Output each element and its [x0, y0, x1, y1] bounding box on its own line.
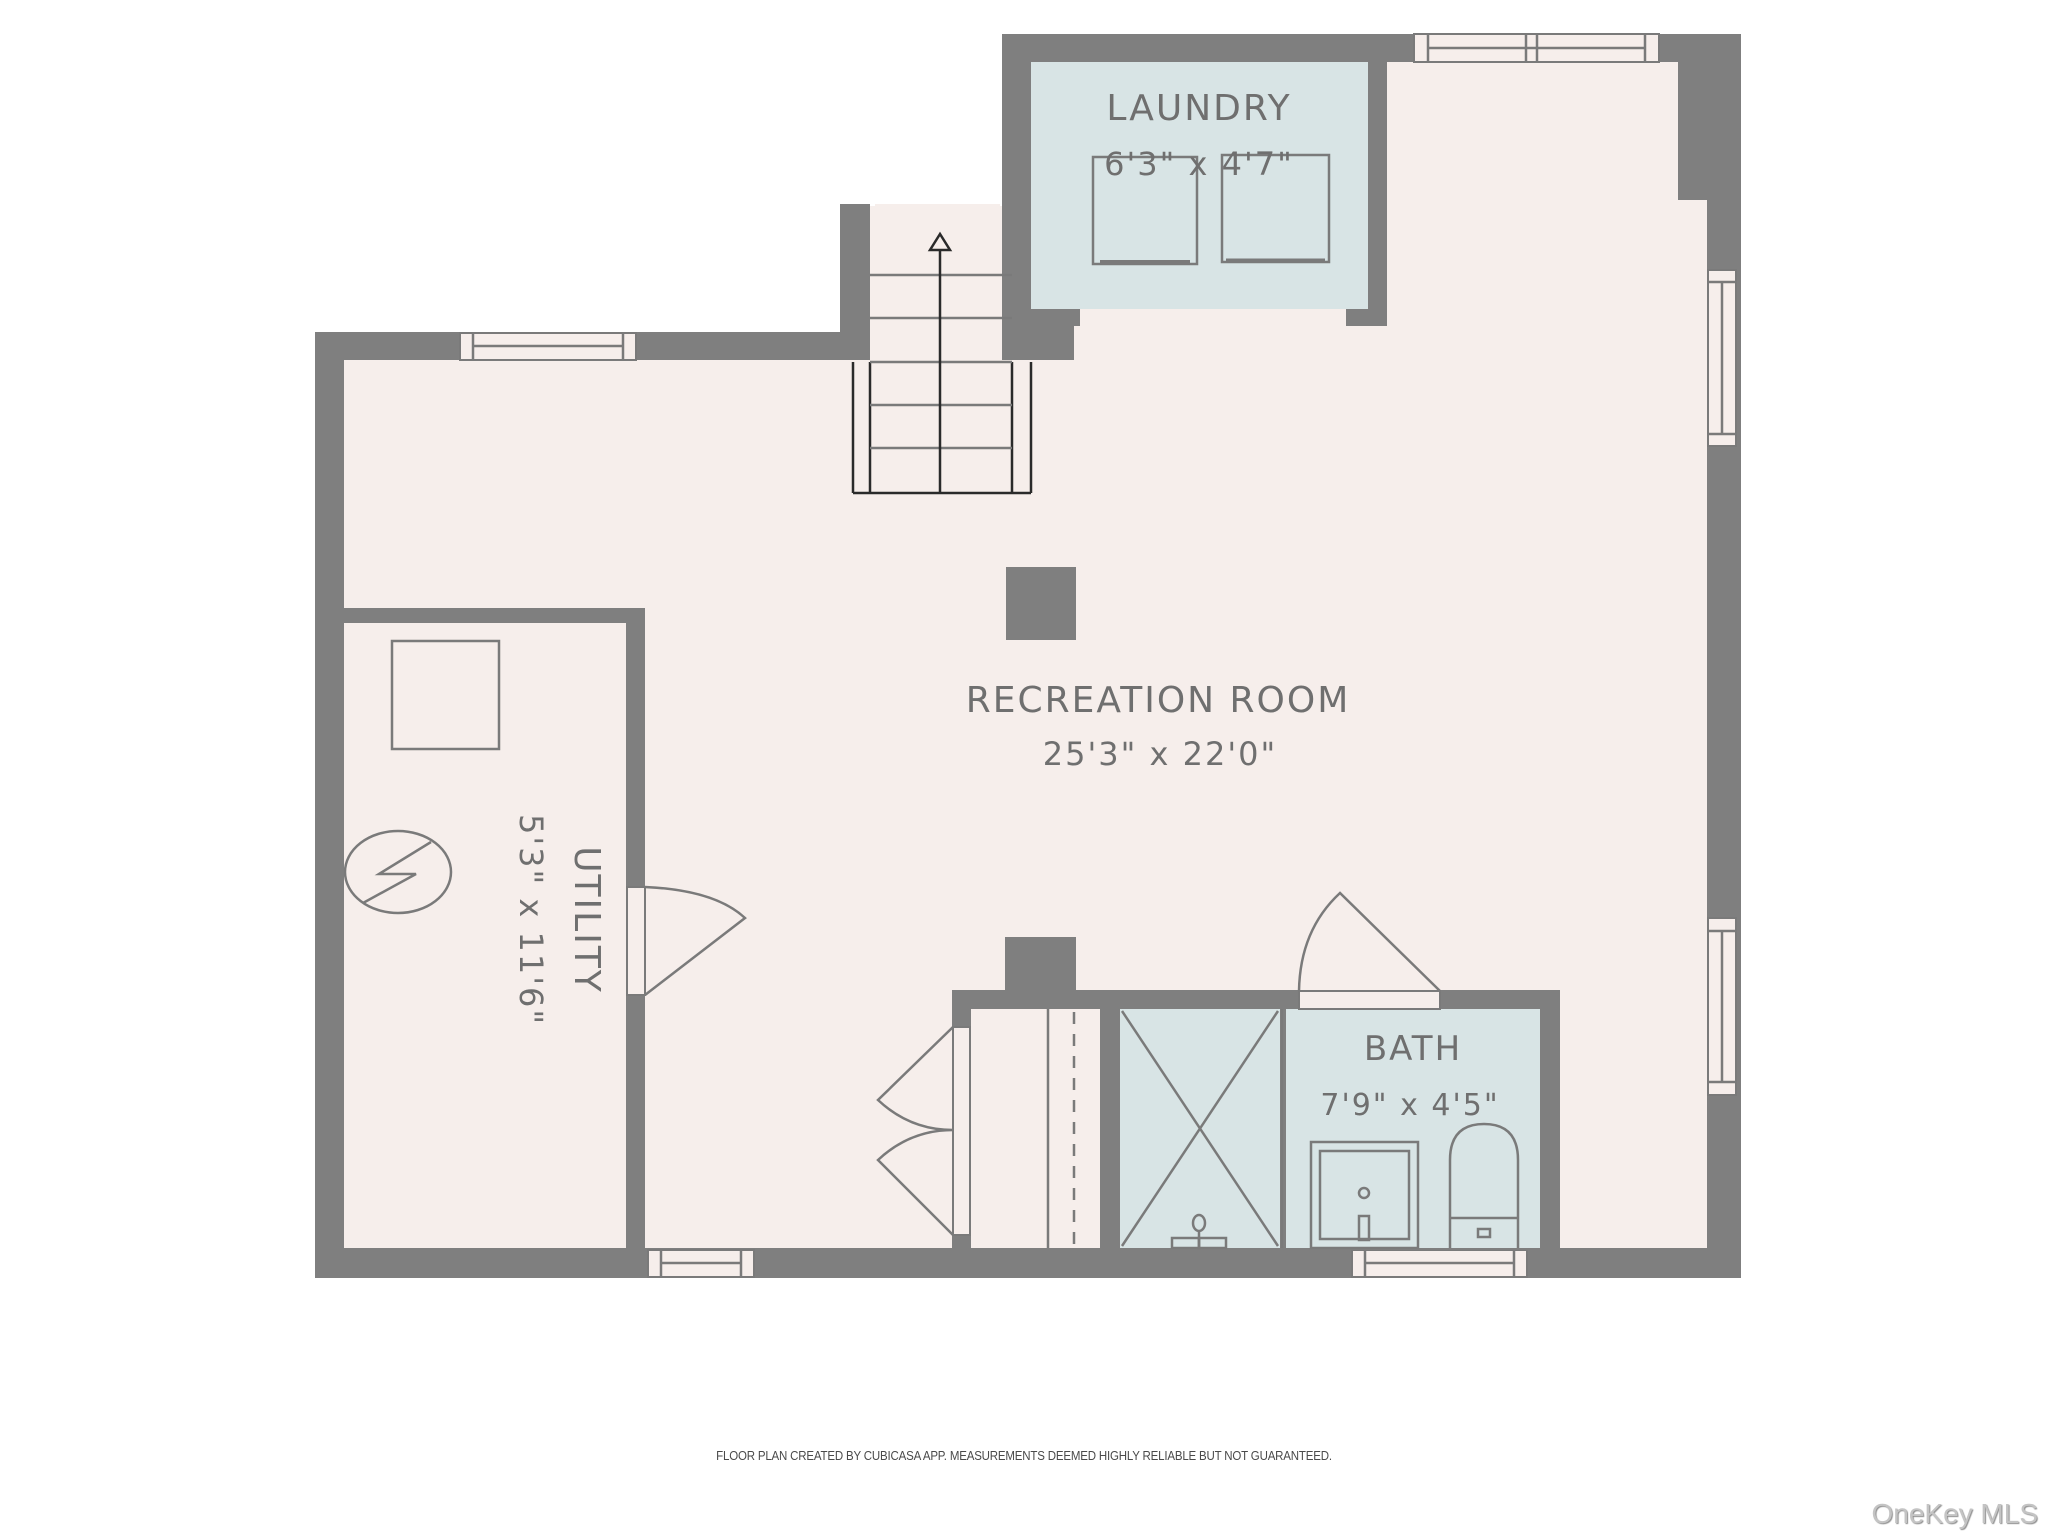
closet-bifold-door: [876, 1026, 954, 1236]
window-right-upper: [1707, 269, 1737, 447]
stairs: [851, 231, 1033, 495]
window-top-right: [1413, 33, 1660, 63]
window-top-left: [459, 332, 637, 361]
utility-door: [644, 885, 747, 996]
dryer-icon: [1220, 153, 1331, 264]
disclaimer-footer: FLOOR PLAN CREATED BY CUBICASA APP. MEAS…: [716, 1449, 1332, 1463]
recreation-room-label: RECREATION ROOM: [966, 680, 1351, 721]
bath-room: [1286, 1009, 1540, 1248]
laundry-room: LAUNDRY 6'3" x 4'7": [1031, 62, 1368, 327]
laundry-label: LAUNDRY: [1106, 88, 1291, 129]
arrow-head-icon: [927, 231, 953, 252]
laundry-dimensions: 6'3" x 4'7": [1104, 145, 1294, 183]
window-bottom-bath: [1351, 1249, 1528, 1278]
bath-door: [1297, 891, 1441, 992]
window-bottom-left: [647, 1249, 755, 1278]
shower-icon: [1170, 1213, 1228, 1250]
support-column: [1006, 567, 1076, 640]
bath-block: BATH 7'9" x 4'5": [876, 891, 1560, 1250]
toilet-icon: [1448, 1122, 1520, 1248]
electrical-panel-icon: [343, 829, 453, 915]
water-heater-icon: [390, 639, 501, 751]
watermark: OneKey MLS: [1871, 1498, 2038, 1529]
recreation-room-dimensions: 25'3" x 22'0": [1043, 735, 1277, 773]
closet: [971, 1009, 1100, 1248]
bath-dimensions: 7'9" x 4'5": [1320, 1088, 1499, 1123]
sink-icon: [1309, 1140, 1420, 1250]
window-right-lower: [1707, 917, 1737, 1096]
utility-label: UTILITY: [566, 846, 607, 994]
bath-label: BATH: [1364, 1029, 1462, 1069]
utility-dimensions: 5'3" x 11'6": [512, 814, 550, 1026]
utility-room: UTILITY 5'3" x 11'6": [343, 608, 747, 1248]
windows: [459, 33, 1737, 1278]
